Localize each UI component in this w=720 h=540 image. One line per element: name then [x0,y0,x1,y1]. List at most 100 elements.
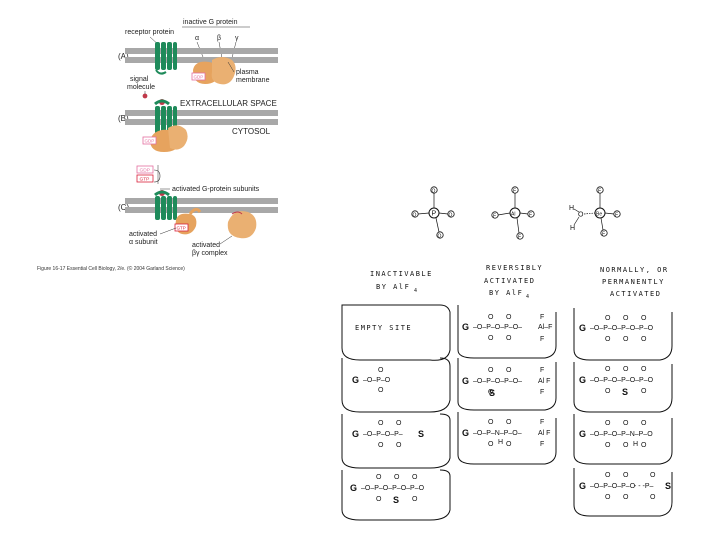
svg-text:GTP: GTP [140,177,150,183]
gdp-label-b: GDP [145,139,155,144]
svg-text:O: O [378,387,384,394]
svg-text:O: O [623,315,629,322]
gamma-label: γ [235,35,239,42]
svg-text:O: O [412,474,418,481]
svg-text:H: H [498,439,503,446]
aluminum-fluoride: Al F F F F [491,186,535,241]
svg-text:O: O [506,367,512,374]
svg-text:O: O [578,212,584,219]
receptor-a [155,42,177,75]
activated-bg-label-1: activated [192,242,220,249]
svg-text:PERMANENTLY: PERMANENTLY [602,278,665,286]
fluoride-activation-figure: P O O O O Al F F F F [341,186,673,521]
svg-text:O: O [605,366,611,373]
svg-text:–O–P–O–P–O: –O–P–O–P–O [590,483,636,490]
dashed-bond: - - -P– [634,483,654,490]
svg-text:O: O [641,442,647,449]
svg-text:O: O [412,496,418,503]
membrane-b-outer [125,110,278,116]
svg-text:–O–P–O–P–O–P–O: –O–P–O–P–O–P–O [590,377,654,384]
svg-text:O: O [488,335,494,342]
receptor-protein-label: receptor protein [125,29,174,36]
panel-label-c: (C) [118,203,129,212]
svg-text:O: O [413,213,417,219]
activated-alpha-label-2: α subunit [129,239,158,246]
svg-text:O: O [506,419,512,426]
svg-text:4: 4 [414,288,419,294]
col2-row3-pocket: G –O–P–N–P–O– Al F O O F O H O F [457,412,557,465]
col1-row1-pocket: EMPTY SITE [341,304,451,361]
membrane-b-inner [125,119,278,125]
signal-molecule-dot [142,93,148,99]
svg-text:O: O [605,336,611,343]
svg-text:O: O [623,472,629,479]
svg-text:Be: Be [596,212,602,218]
activated-bg-complex [227,211,257,239]
svg-text:O: O [396,420,402,427]
panel-label-b: (B) [118,114,129,123]
svg-text:O: O [394,474,400,481]
svg-text:O: O [605,315,611,322]
g-protein-activation-figure: (A) (B) (C) receptor protein inactive G … [37,19,278,272]
svg-text:–O–P–O–P–: –O–P–O–P– [363,431,403,438]
svg-text:G: G [579,481,586,491]
svg-text:NORMALLY, OR: NORMALLY, OR [600,266,669,274]
svg-text:F: F [598,189,601,195]
g-protein-b: GDP [142,125,188,152]
col3-row1-pocket: G –O–P–O–P–O–P–O O O O O O O [573,308,673,361]
svg-text:P: P [432,211,437,218]
extracellular-label: EXTRACELLULAR SPACE [180,99,277,108]
svg-text:INACTIVABLE: INACTIVABLE [370,270,433,278]
svg-text:O: O [623,494,629,501]
svg-text:S: S [393,495,399,505]
col2-row2-pocket: G –O–P–O–P–O– Al F O O F O S F [457,358,557,411]
svg-text:O: O [623,420,629,427]
svg-text:O: O [605,388,611,395]
water-h-top: H [569,205,574,212]
svg-text:O: O [488,367,494,374]
svg-text:O: O [641,336,647,343]
plasma-membrane-label-1: plasma [236,69,259,76]
gdp-label-a: GDP [194,75,204,80]
svg-text:F: F [602,232,605,238]
svg-text:F: F [540,419,544,426]
svg-text:O: O [378,420,384,427]
signal-label-2: molecule [127,84,155,91]
svg-text:O: O [376,474,382,481]
svg-text:–O–P–N–P–O–: –O–P–N–P–O– [473,430,522,437]
svg-text:O: O [378,442,384,449]
membrane-a-inner [125,57,278,63]
svg-text:O: O [641,315,647,322]
svg-text:G: G [462,322,469,332]
svg-text:Al F: Al F [538,378,550,385]
svg-text:O: O [623,442,629,449]
svg-text:G: G [352,429,359,439]
svg-text:O: O [650,494,656,501]
svg-text:S: S [622,387,628,397]
column-header-2: REVERSIBLY ACTIVATED BY AlF 4 [484,264,542,300]
svg-text:F: F [540,336,544,343]
col3-row2-pocket: G –O–P–O–P–O–P–O O O O O S O [573,362,673,413]
svg-text:O: O [605,442,611,449]
svg-text:O: O [641,366,647,373]
svg-text:O: O [396,442,402,449]
cytosol-label: CYTOSOL [232,127,271,136]
water-h-bottom: H [570,225,575,232]
g-protein-a: GDP [191,57,236,85]
svg-text:G: G [579,323,586,333]
svg-text:G: G [579,375,586,385]
svg-text:S: S [665,481,671,491]
svg-text:F: F [529,213,532,219]
svg-text:G: G [579,429,586,439]
svg-text:O: O [438,234,442,240]
activated-alpha-label-1: activated [129,231,157,238]
inactive-g-protein-label: inactive G protein [183,19,238,26]
svg-text:–O–P–O–P–N–P–O: –O–P–O–P–N–P–O [590,431,653,438]
svg-text:G: G [350,483,357,493]
svg-text:–O–P–O–P–O–: –O–P–O–P–O– [473,378,522,385]
svg-text:O: O [605,494,611,501]
col1-row4-pocket: G –O–P–O–P–O–P–O O O O O S O [341,469,451,521]
column-header-3: NORMALLY, OR PERMANENTLY ACTIVATED [600,266,669,298]
svg-text:G: G [352,375,359,385]
